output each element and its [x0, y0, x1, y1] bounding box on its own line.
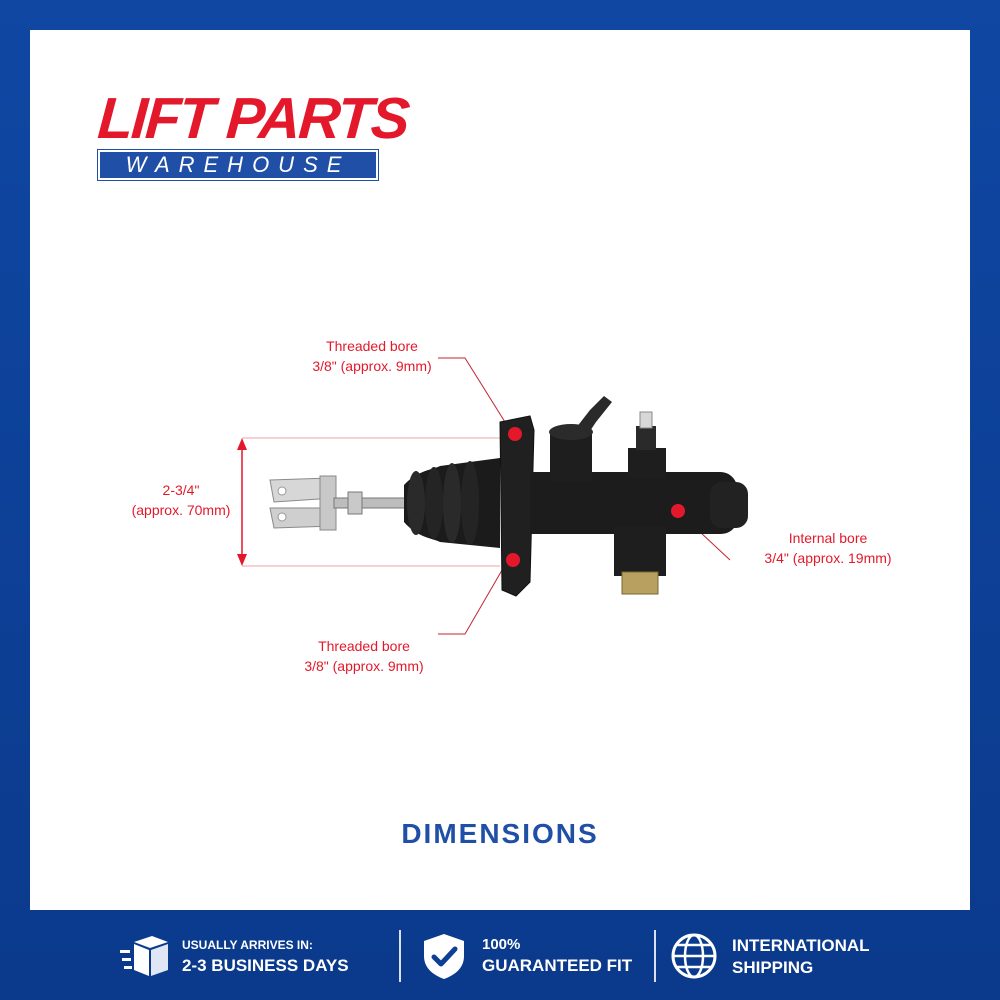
footer-divider-1 [399, 930, 401, 982]
top-bore-title: Threaded bore [326, 338, 418, 354]
guarantee-line1: 100% [482, 936, 521, 953]
height-metric: (approx. 70mm) [131, 502, 231, 518]
master-cylinder-diagram [237, 357, 748, 635]
internal-bore-callout: Internal bore 3/4" (approx. 19mm) [748, 528, 908, 568]
feature-guarantee: 100% GUARANTEED FIT [420, 932, 650, 980]
shipping-line2: SHIPPING [732, 958, 814, 977]
shield-check-icon [424, 934, 464, 979]
globe-icon [671, 933, 717, 979]
guarantee-line2: GUARANTEED FIT [482, 956, 633, 975]
cylinder-body [530, 396, 748, 595]
height-value: 2-3/4" [162, 482, 200, 498]
feature-delivery: USUALLY ARRIVES IN: 2-3 BUSINESS DAYS [120, 932, 390, 980]
product-image-panel: LIFT PARTS WAREHOUSE [30, 30, 970, 910]
footer-divider-2 [654, 930, 656, 982]
brand-logo: LIFT PARTS WAREHOUSE [96, 86, 410, 181]
bottom-bore-marker [506, 553, 520, 567]
top-bore-marker [508, 427, 522, 441]
top-bore-callout: Threaded bore 3/8" (approx. 9mm) [292, 336, 452, 376]
page-heading: DIMENSIONS [401, 818, 599, 849]
feature-shipping: INTERNATIONAL SHIPPING [670, 932, 890, 980]
rubber-boot [404, 458, 500, 548]
mounting-flange [499, 415, 535, 597]
leader-line-bottom-bore [438, 564, 506, 635]
bottom-bore-callout: Threaded bore 3/8" (approx. 9mm) [284, 636, 444, 676]
arrow-head-up [237, 438, 247, 450]
shipping-line1: INTERNATIONAL [732, 936, 870, 955]
top-bore-size: 3/8" (approx. 9mm) [312, 358, 432, 374]
internal-bore-title: Internal bore [788, 530, 868, 546]
internal-bore-size: 3/4" (approx. 19mm) [764, 550, 892, 566]
push-rod [333, 491, 411, 515]
height-callout: 2-3/4" (approx. 70mm) [116, 480, 246, 520]
bottom-bore-title: Threaded bore [318, 638, 410, 654]
logo-text-bottom: WAREHOUSE [97, 149, 379, 181]
arrow-head-down [237, 554, 247, 566]
features-bar: USUALLY ARRIVES IN: 2-3 BUSINESS DAYS 10… [0, 910, 1000, 1000]
delivery-line2: 2-3 BUSINESS DAYS [182, 956, 349, 975]
clevis-fork [269, 475, 337, 531]
delivery-line1: USUALLY ARRIVES IN: [182, 938, 313, 952]
leader-line-top-bore [438, 357, 511, 431]
delivery-box-icon [120, 936, 168, 976]
internal-bore-marker [671, 504, 685, 518]
bottom-bore-size: 3/8" (approx. 9mm) [304, 658, 424, 674]
